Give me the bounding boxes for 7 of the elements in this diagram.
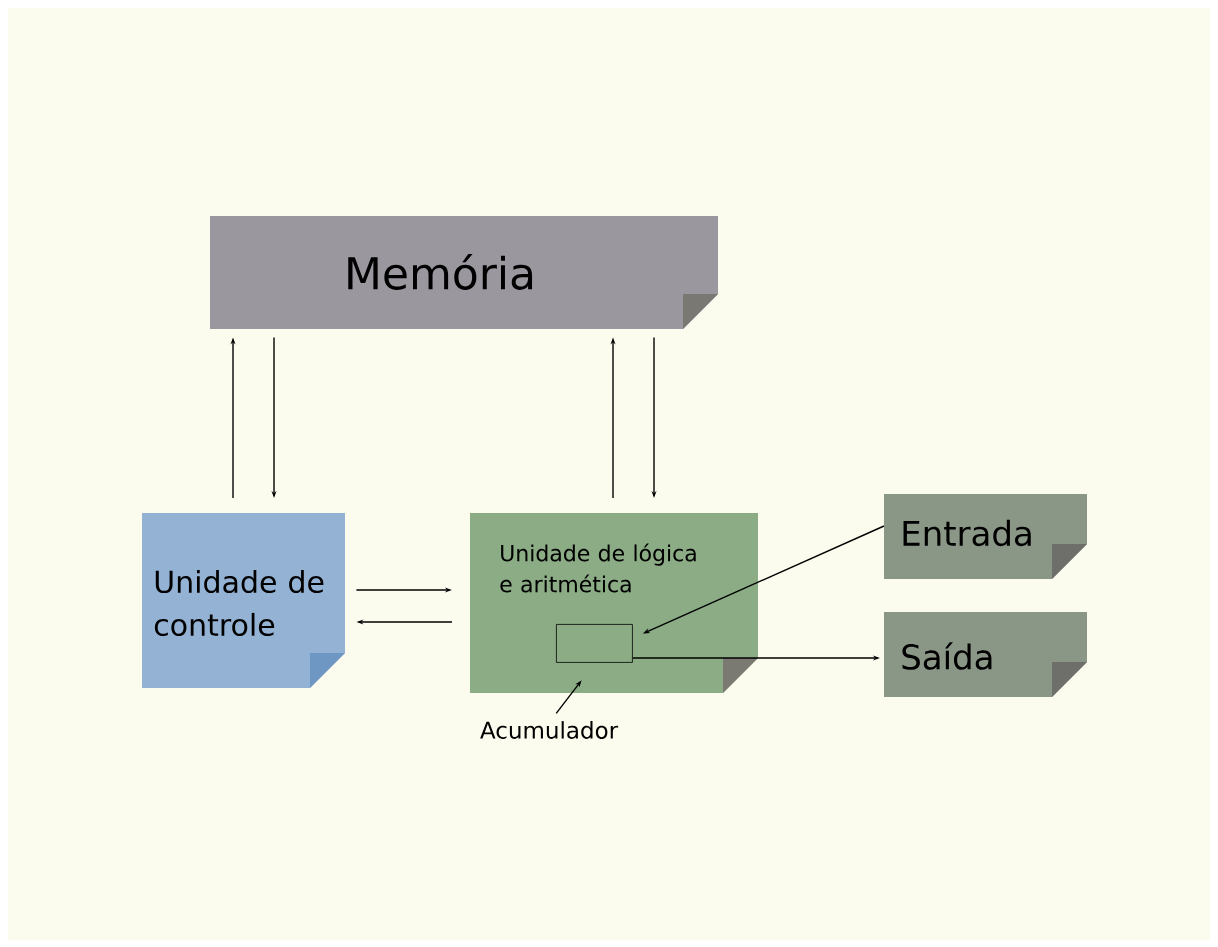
accumulator-register — [556, 624, 633, 663]
memory-box: Memória — [210, 216, 718, 329]
control-unit-box: Unidade de controle — [142, 513, 345, 688]
accumulator-label: Acumulador — [480, 721, 619, 739]
input-box: Entrada — [884, 494, 1087, 579]
alu-box: Unidade de lógica e aritmética — [470, 513, 758, 693]
output-box: Saída — [884, 612, 1087, 697]
